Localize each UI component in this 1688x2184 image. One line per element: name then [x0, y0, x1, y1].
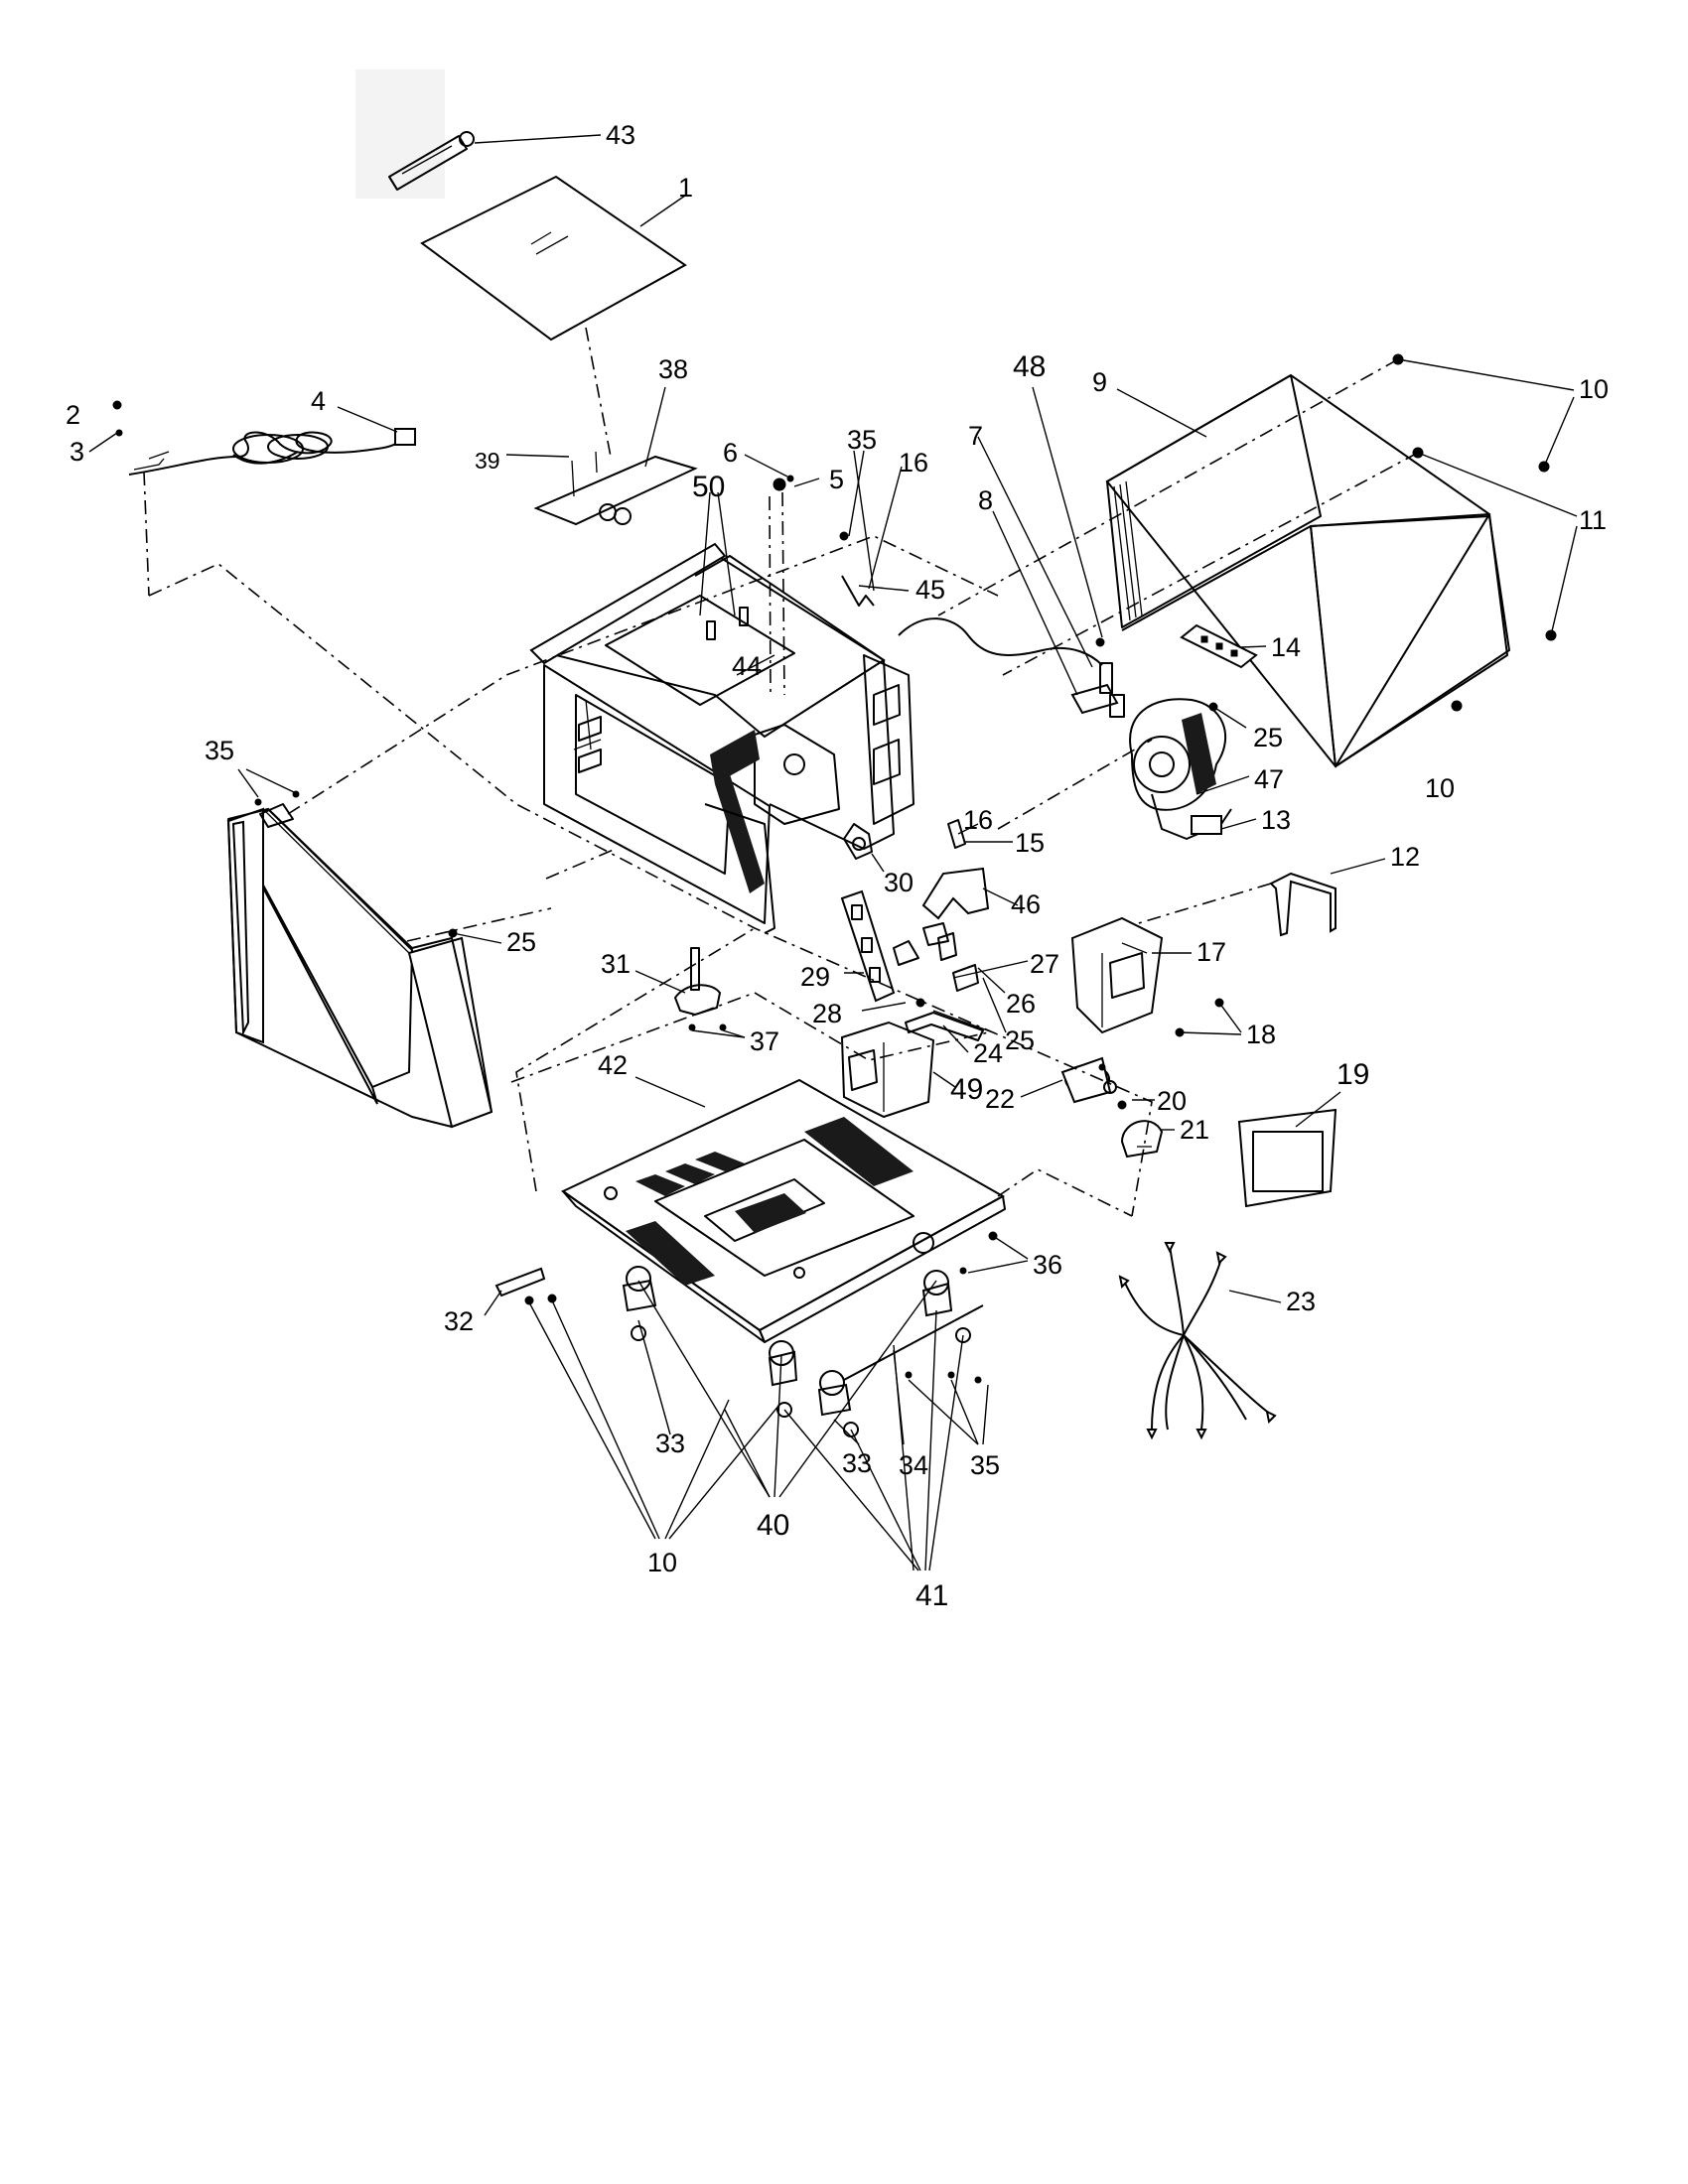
- callout-12: 12: [1390, 842, 1420, 872]
- high-voltage-transformer: [1070, 916, 1164, 1034]
- callout-21: 21: [1180, 1115, 1209, 1145]
- callout-47: 47: [1254, 764, 1284, 794]
- callout-39: 39: [475, 448, 500, 474]
- callout-19: 19: [1336, 1058, 1369, 1091]
- callout-38: 38: [658, 354, 688, 384]
- callout-10-bottom: 10: [647, 1548, 677, 1577]
- power-cord: [128, 428, 416, 476]
- callout-11: 11: [1579, 505, 1607, 535]
- ventilation-duct: [1269, 872, 1336, 937]
- callout-10-side: 10: [1425, 773, 1455, 803]
- power-transformer: [840, 1012, 984, 1119]
- callout-17: 17: [1196, 937, 1226, 967]
- waveguide-cover: [533, 451, 698, 526]
- foot-center: [768, 1340, 798, 1418]
- callout-18: 18: [1246, 1020, 1276, 1049]
- callout-48: 48: [1013, 350, 1046, 383]
- grease-tube-icon: [355, 69, 475, 199]
- callout-37: 37: [750, 1026, 779, 1056]
- fan-bracket: [921, 867, 990, 920]
- callout-45: 45: [915, 575, 945, 605]
- callout-6: 6: [723, 438, 738, 468]
- callout-44: 44: [732, 651, 762, 681]
- callout-24: 24: [973, 1038, 1003, 1068]
- callout-14: 14: [1271, 632, 1301, 662]
- callout-35-left: 35: [205, 736, 234, 765]
- callout-2: 2: [66, 400, 80, 430]
- callout-33-left: 33: [655, 1429, 685, 1458]
- callout-7: 7: [968, 421, 983, 451]
- callout-29: 29: [800, 962, 830, 992]
- callout-27: 27: [1030, 949, 1059, 979]
- capacitor-clamp: [1121, 1120, 1163, 1158]
- callout-42: 42: [598, 1050, 628, 1080]
- callout-32: 32: [444, 1306, 474, 1336]
- fan-assembly: [1129, 698, 1232, 840]
- oven-cavity: [529, 542, 914, 934]
- callout-16-top: 16: [899, 448, 928, 478]
- callout-10-top: 10: [1579, 374, 1609, 404]
- callout-25-door: 25: [506, 927, 536, 957]
- callout-22: 22: [985, 1084, 1015, 1114]
- door-latch: [674, 947, 721, 1016]
- foot-right: [817, 1370, 859, 1437]
- callout-9: 9: [1092, 367, 1107, 397]
- callout-50: 50: [692, 471, 725, 503]
- callout-35-bottom: 35: [970, 1450, 1000, 1480]
- callout-1: 1: [678, 173, 693, 203]
- interlock-bracket: [840, 889, 979, 1003]
- wire-harness: [1118, 1242, 1277, 1440]
- callout-31: 31: [601, 949, 631, 979]
- callout-3: 3: [70, 437, 84, 467]
- outer-case: [1105, 373, 1510, 768]
- glass-plate: [420, 175, 687, 341]
- callout-8: 8: [978, 485, 993, 515]
- callout-4: 4: [311, 386, 326, 416]
- foot-rear: [921, 1270, 971, 1343]
- control-strip: [1180, 623, 1258, 669]
- callout-33-right: 33: [842, 1448, 872, 1478]
- callout-26: 26: [1006, 989, 1036, 1019]
- callout-43: 43: [606, 120, 635, 150]
- foot-left: [622, 1266, 657, 1341]
- callout-13: 13: [1261, 805, 1291, 835]
- turntable-motor: [843, 823, 873, 860]
- callout-46: 46: [1011, 889, 1041, 919]
- callout-34: 34: [899, 1450, 928, 1480]
- callout-49: 49: [950, 1073, 983, 1106]
- callout-36: 36: [1033, 1250, 1062, 1280]
- callout-25-mid: 25: [1005, 1025, 1035, 1055]
- mounting-bracket: [494, 1267, 546, 1297]
- callout-41: 41: [915, 1579, 948, 1612]
- base-plate: [561, 1078, 1006, 1343]
- callout-25-right: 25: [1253, 723, 1283, 752]
- callout-23: 23: [1286, 1287, 1316, 1316]
- interlock-switch: [1070, 637, 1125, 718]
- rear-panel: [1237, 1108, 1337, 1208]
- callout-28: 28: [812, 999, 842, 1028]
- callout-35-top: 35: [847, 425, 877, 455]
- callout-20: 20: [1157, 1086, 1187, 1116]
- callout-15: 15: [1015, 828, 1045, 858]
- callout-5: 5: [829, 465, 844, 494]
- oven-door: [226, 807, 493, 1129]
- callout-30: 30: [884, 868, 914, 897]
- capacitor: [1060, 1056, 1117, 1104]
- callout-40: 40: [757, 1509, 789, 1542]
- callout-16-mid: 16: [963, 805, 993, 835]
